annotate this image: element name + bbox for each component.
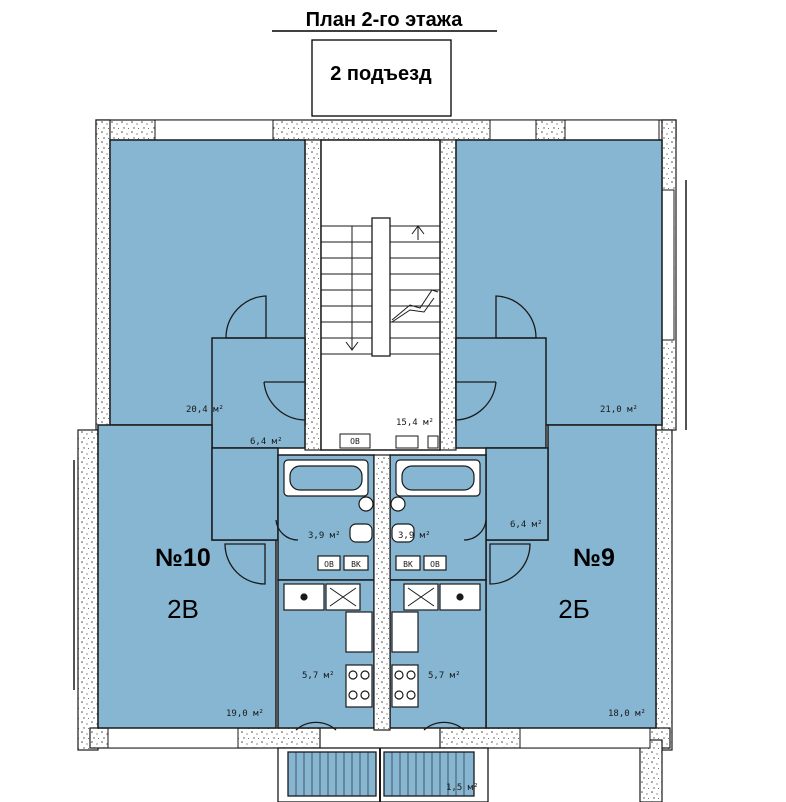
- area-left-bath: 3,9 м²: [308, 531, 341, 541]
- kitchen-fixtures: [283, 583, 481, 708]
- area-right-bath: 3,9 м²: [398, 531, 431, 541]
- apartment-number-9: №9: [573, 544, 615, 572]
- left-ov-label: ОВ: [324, 560, 334, 569]
- central-shaft: [373, 454, 391, 731]
- room-left-hall-lower: [211, 447, 279, 541]
- area-left-living: 19,0 м²: [226, 709, 264, 719]
- room-right-hall-lower: [485, 447, 549, 541]
- room-left-hall-upper: [211, 337, 306, 449]
- bath-fixtures: ОВ ВК ВК ОВ: [283, 459, 481, 571]
- area-left-bedroom: 20,4 м²: [186, 405, 224, 415]
- stairwell: ОВ: [320, 139, 441, 451]
- right-vk-label: ВК: [403, 560, 413, 569]
- area-left-hall: 6,4 м²: [250, 437, 283, 447]
- right-ov-label: ОВ: [430, 560, 440, 569]
- entrance-label: 2 подъезд: [330, 63, 432, 85]
- apartment-type-10: 2В: [167, 594, 199, 624]
- page-title: План 2-го этажа: [306, 9, 464, 31]
- apartment-type-9: 2Б: [558, 594, 590, 624]
- doors: [224, 295, 537, 731]
- area-stairwell: 15,4 м²: [396, 418, 434, 428]
- area-right-kitchen: 5,7 м²: [428, 671, 461, 681]
- area-right-living: 18,0 м²: [608, 709, 646, 719]
- stair-ov-label: ОВ: [350, 437, 360, 446]
- area-right-bedroom: 21,0 м²: [600, 405, 638, 415]
- area-right-hall: 6,4 м²: [510, 520, 543, 530]
- balcony: [277, 747, 489, 802]
- area-balcony: 1,5 м²: [446, 783, 479, 793]
- room-right-hall-upper: [455, 337, 547, 449]
- entrance-box: [311, 39, 452, 117]
- area-left-kitchen: 5,7 м²: [302, 671, 335, 681]
- apartment-number-10: №10: [155, 544, 211, 572]
- left-vk-label: ВК: [351, 560, 361, 569]
- area-labels: 20,4 м² 21,0 м² 15,4 м² 6,4 м² 6,4 м² 3,…: [186, 405, 646, 793]
